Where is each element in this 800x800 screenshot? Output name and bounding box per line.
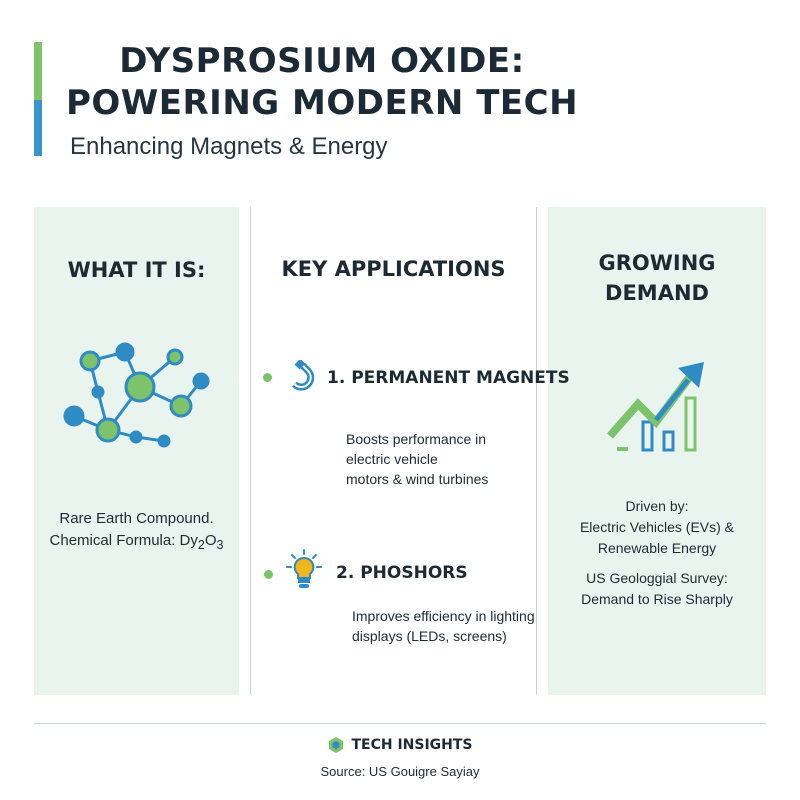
magnets-desc-line-2: electric vehicle [346, 451, 438, 467]
accent-bar-green [34, 42, 42, 100]
phosphors-desc-line-2: displays (LEDs, screens) [352, 628, 507, 644]
key-applications-heading: KEY APPLICATIONS [281, 257, 506, 281]
survey-text: US Geologgial Survey: Demand to Rise Sha… [548, 568, 766, 610]
formula-oxygen: O [204, 532, 217, 549]
magnets-desc-line-1: Boosts performance in [346, 431, 487, 447]
magnets-desc-line-3: motors & wind turbines [346, 471, 489, 487]
growing-demand-heading-line-1: GROWING [598, 251, 716, 275]
accent-bar-blue [34, 100, 42, 156]
driven-by-label: Driven by: [625, 498, 689, 514]
formula-sub-dy: 2 [197, 538, 205, 552]
compound-type-text: Rare Earth Compound. [59, 510, 214, 527]
chemical-formula-text: Chemical Formula: Dy2O3 [34, 530, 239, 556]
growing-demand-heading-line-2: DEMAND [605, 281, 709, 305]
what-it-is-description: Rare Earth Compound. Chemical Formula: D… [34, 508, 239, 556]
survey-finding: Demand to Rise Sharply [581, 591, 733, 607]
divider-left [250, 207, 251, 695]
lightbulb-icon [286, 549, 322, 588]
application-title-phosphors: 2. PHOSHORS [336, 563, 468, 583]
magnet-icon [292, 360, 315, 391]
title-line-1: DYSPROSIUM OXIDE: [119, 41, 525, 81]
driver-renewables: Renewable Energy [597, 540, 717, 556]
application-desc-phosphors: Improves efficiency in lighting displays… [352, 606, 535, 646]
brand-name: TECH INSIGHTS [351, 737, 473, 753]
what-it-is-heading: WHAT IT IS: [67, 258, 206, 282]
brand: TECH INSIGHTS [0, 736, 800, 754]
title-line-2: POWERING MODERN TECH [65, 83, 579, 123]
left-panel [34, 207, 239, 695]
bullet-dot [264, 570, 273, 579]
divider-right [536, 207, 537, 695]
driver-evs: Electric Vehicles (EVs) & [579, 519, 735, 535]
right-panel [548, 207, 766, 695]
formula-sub-o: 3 [216, 538, 224, 552]
demand-drivers-text: Driven by: Electric Vehicles (EVs) & Ren… [548, 496, 766, 559]
page-title: DYSPROSIUM OXIDE: POWERING MODERN TECH [62, 40, 582, 124]
growth-chart-icon [606, 362, 704, 452]
survey-source-label: US Geologgial Survey: [586, 570, 728, 586]
molecule-icon [63, 342, 210, 448]
footer-divider [34, 723, 766, 724]
source-text: Source: US Gouigre Sayiay [320, 764, 480, 779]
accent-bar [34, 42, 42, 156]
phosphors-desc-line-1: Improves efficiency in lighting [352, 608, 535, 624]
tech-insights-logo-icon [329, 737, 344, 753]
formula-prefix: Chemical Formula: Dy [49, 532, 198, 549]
application-title-magnets: 1. PERMANENT MAGNETS [327, 368, 570, 388]
application-desc-magnets: Boosts performance in electric vehicle m… [346, 429, 488, 489]
bullet-dot [263, 373, 272, 382]
growing-demand-heading: GROWING DEMAND [548, 248, 766, 308]
page-subtitle: Enhancing Magnets & Energy [70, 133, 388, 160]
